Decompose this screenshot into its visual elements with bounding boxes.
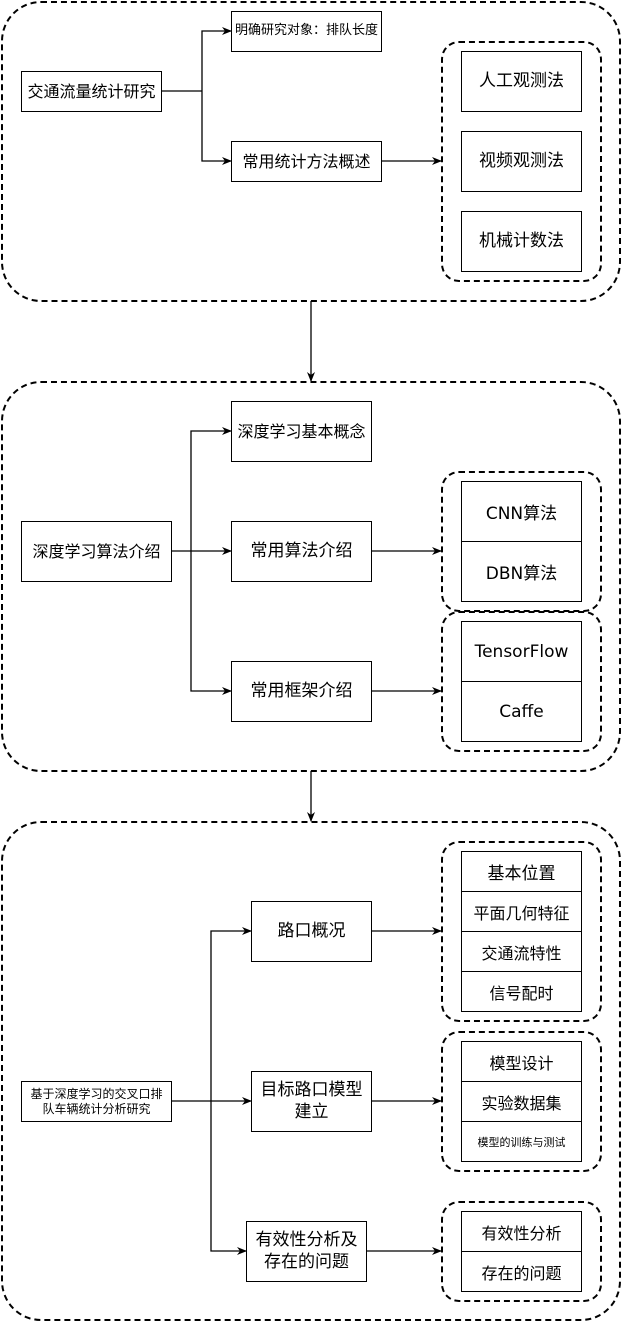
model-stack: 模型设计 实验数据集 模型的训练与测试 (461, 1041, 582, 1162)
arrow-to-overview (210, 927, 252, 1101)
framework-tensorflow[interactable]: TensorFlow (474, 641, 569, 662)
node-validity-analysis-issues[interactable]: 有效性分析及存在的问题 (246, 1221, 367, 1282)
method-mechanical-counting[interactable]: 机械计数法 (461, 211, 582, 272)
arrow-to-research-object (201, 27, 232, 91)
analysis-validity[interactable]: 有效性分析 (481, 1223, 562, 1243)
algorithms-stack: CNN算法 DBN算法 (461, 481, 582, 602)
overview-traffic-flow-characteristics[interactable]: 交通流特性 (462, 931, 581, 971)
model-design[interactable]: 模型设计 (489, 1053, 554, 1073)
method-manual-observation[interactable]: 人工观测法 (461, 51, 582, 112)
root-deep-learning-intro[interactable]: 深度学习算法介绍 (21, 521, 172, 582)
methods-group (441, 41, 602, 282)
arrow-to-analysis (210, 1101, 247, 1255)
overview-stack: 基本位置 平面几何特征 交通流特性 信号配时 (461, 851, 582, 1012)
node-stat-methods-overview[interactable]: 常用统计方法概述 (231, 141, 382, 182)
node-intersection-overview[interactable]: 路口概况 (251, 901, 372, 962)
model-experiment-dataset[interactable]: 实验数据集 (462, 1081, 581, 1121)
frameworks-stack: TensorFlow Caffe (461, 621, 582, 742)
frameworks-group (441, 611, 602, 752)
analysis-stack: 有效性分析 存在的问题 (461, 1211, 582, 1292)
section3-group (1, 821, 621, 1321)
overview-signal-timing[interactable]: 信号配时 (462, 971, 581, 1011)
node-common-algorithms[interactable]: 常用算法介绍 (231, 521, 372, 582)
analysis-existing-issues[interactable]: 存在的问题 (462, 1251, 581, 1291)
section2-group (1, 381, 621, 772)
root-traffic-flow-research[interactable]: 交通流量统计研究 (21, 71, 162, 112)
analysis-group (441, 1201, 602, 1302)
overview-geometric-features[interactable]: 平面几何特征 (462, 891, 581, 931)
method-video-observation[interactable]: 视频观测法 (461, 131, 582, 192)
overview-group (441, 841, 602, 1022)
arrow-to-frameworks (190, 551, 232, 695)
node-target-model-building[interactable]: 目标路口模型建立 (251, 1071, 372, 1132)
overview-basic-location[interactable]: 基本位置 (487, 864, 556, 884)
root-intersection-queue-research[interactable]: 基于深度学习的交叉口排队车辆统计分析研究 (21, 1081, 172, 1122)
arrow-to-stat-methods (201, 91, 232, 165)
framework-caffe[interactable]: Caffe (462, 681, 581, 741)
node-research-object[interactable]: 明确研究对象：排队长度 (231, 11, 382, 52)
model-training-testing[interactable]: 模型的训练与测试 (462, 1121, 581, 1161)
arrow-to-dl-concept (190, 427, 232, 551)
algorithm-cnn[interactable]: CNN算法 (485, 504, 558, 524)
node-common-frameworks[interactable]: 常用框架介绍 (231, 661, 372, 722)
model-group (441, 1031, 602, 1172)
section1-group (1, 1, 621, 302)
algorithm-dbn[interactable]: DBN算法 (462, 541, 581, 601)
node-dl-basic-concept[interactable]: 深度学习基本概念 (231, 401, 372, 462)
